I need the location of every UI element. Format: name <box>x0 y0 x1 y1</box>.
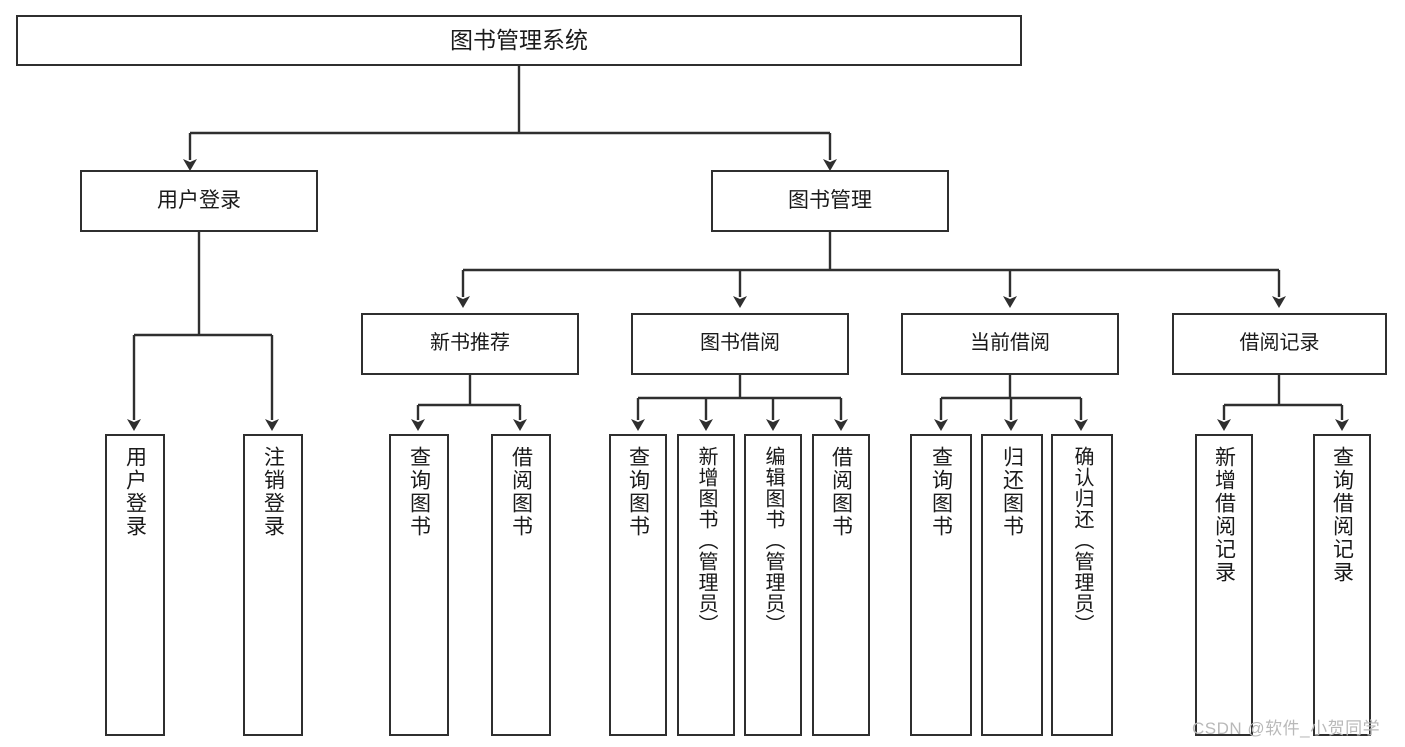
leaf-borrow-book-1[interactable]: 借阅图书 <box>491 434 551 736</box>
node-book-manage[interactable]: 图书管理 <box>711 170 949 232</box>
node-label: 用户登录 <box>123 446 147 538</box>
node-label: 注销登录 <box>261 446 285 538</box>
leaf-return-book[interactable]: 归还图书 <box>981 434 1043 736</box>
node-label: 用户登录 <box>157 188 241 212</box>
node-label: 编辑图书（管理员） <box>762 446 784 635</box>
leaf-user-login[interactable]: 用户登录 <box>105 434 165 736</box>
node-label: 新增借阅记录 <box>1212 446 1236 584</box>
node-label: 图书借阅 <box>700 332 780 355</box>
node-borrow-record[interactable]: 借阅记录 <box>1172 313 1387 375</box>
leaf-query-book-2[interactable]: 查询图书 <box>609 434 667 736</box>
node-label: 确认归还（管理员） <box>1071 446 1093 635</box>
node-label: 新书推荐 <box>430 332 510 355</box>
node-label: 借阅记录 <box>1239 332 1320 355</box>
node-new-book-recommend[interactable]: 新书推荐 <box>361 313 579 375</box>
leaf-query-book-1[interactable]: 查询图书 <box>389 434 449 736</box>
node-book-borrow[interactable]: 图书借阅 <box>631 313 849 375</box>
node-current-borrow[interactable]: 当前借阅 <box>901 313 1119 375</box>
node-label: 查询图书 <box>407 446 431 538</box>
node-label: 借阅图书 <box>509 446 533 538</box>
node-label: 新增图书（管理员） <box>695 446 717 635</box>
leaf-confirm-return-admin[interactable]: 确认归还（管理员） <box>1051 434 1113 736</box>
node-label: 归还图书 <box>1000 446 1024 538</box>
node-label: 查询图书 <box>929 446 953 538</box>
node-label: 图书管理系统 <box>450 26 588 53</box>
node-label: 图书管理 <box>788 188 872 212</box>
watermark-text: CSDN @软件_小贺同学 <box>1192 719 1381 738</box>
node-label: 当前借阅 <box>970 332 1050 355</box>
node-root-system[interactable]: 图书管理系统 <box>16 15 1022 66</box>
node-user-login[interactable]: 用户登录 <box>80 170 318 232</box>
leaf-query-book-3[interactable]: 查询图书 <box>910 434 972 736</box>
leaf-edit-book-admin[interactable]: 编辑图书（管理员） <box>744 434 802 736</box>
leaf-add-book-admin[interactable]: 新增图书（管理员） <box>677 434 735 736</box>
leaf-borrow-book-2[interactable]: 借阅图书 <box>812 434 870 736</box>
leaf-logout-login[interactable]: 注销登录 <box>243 434 303 736</box>
leaf-query-borrow-record[interactable]: 查询借阅记录 <box>1313 434 1371 736</box>
node-label: 查询借阅记录 <box>1330 446 1354 584</box>
leaf-add-borrow-record[interactable]: 新增借阅记录 <box>1195 434 1253 736</box>
node-label: 查询图书 <box>626 446 650 538</box>
node-label: 借阅图书 <box>829 446 853 538</box>
